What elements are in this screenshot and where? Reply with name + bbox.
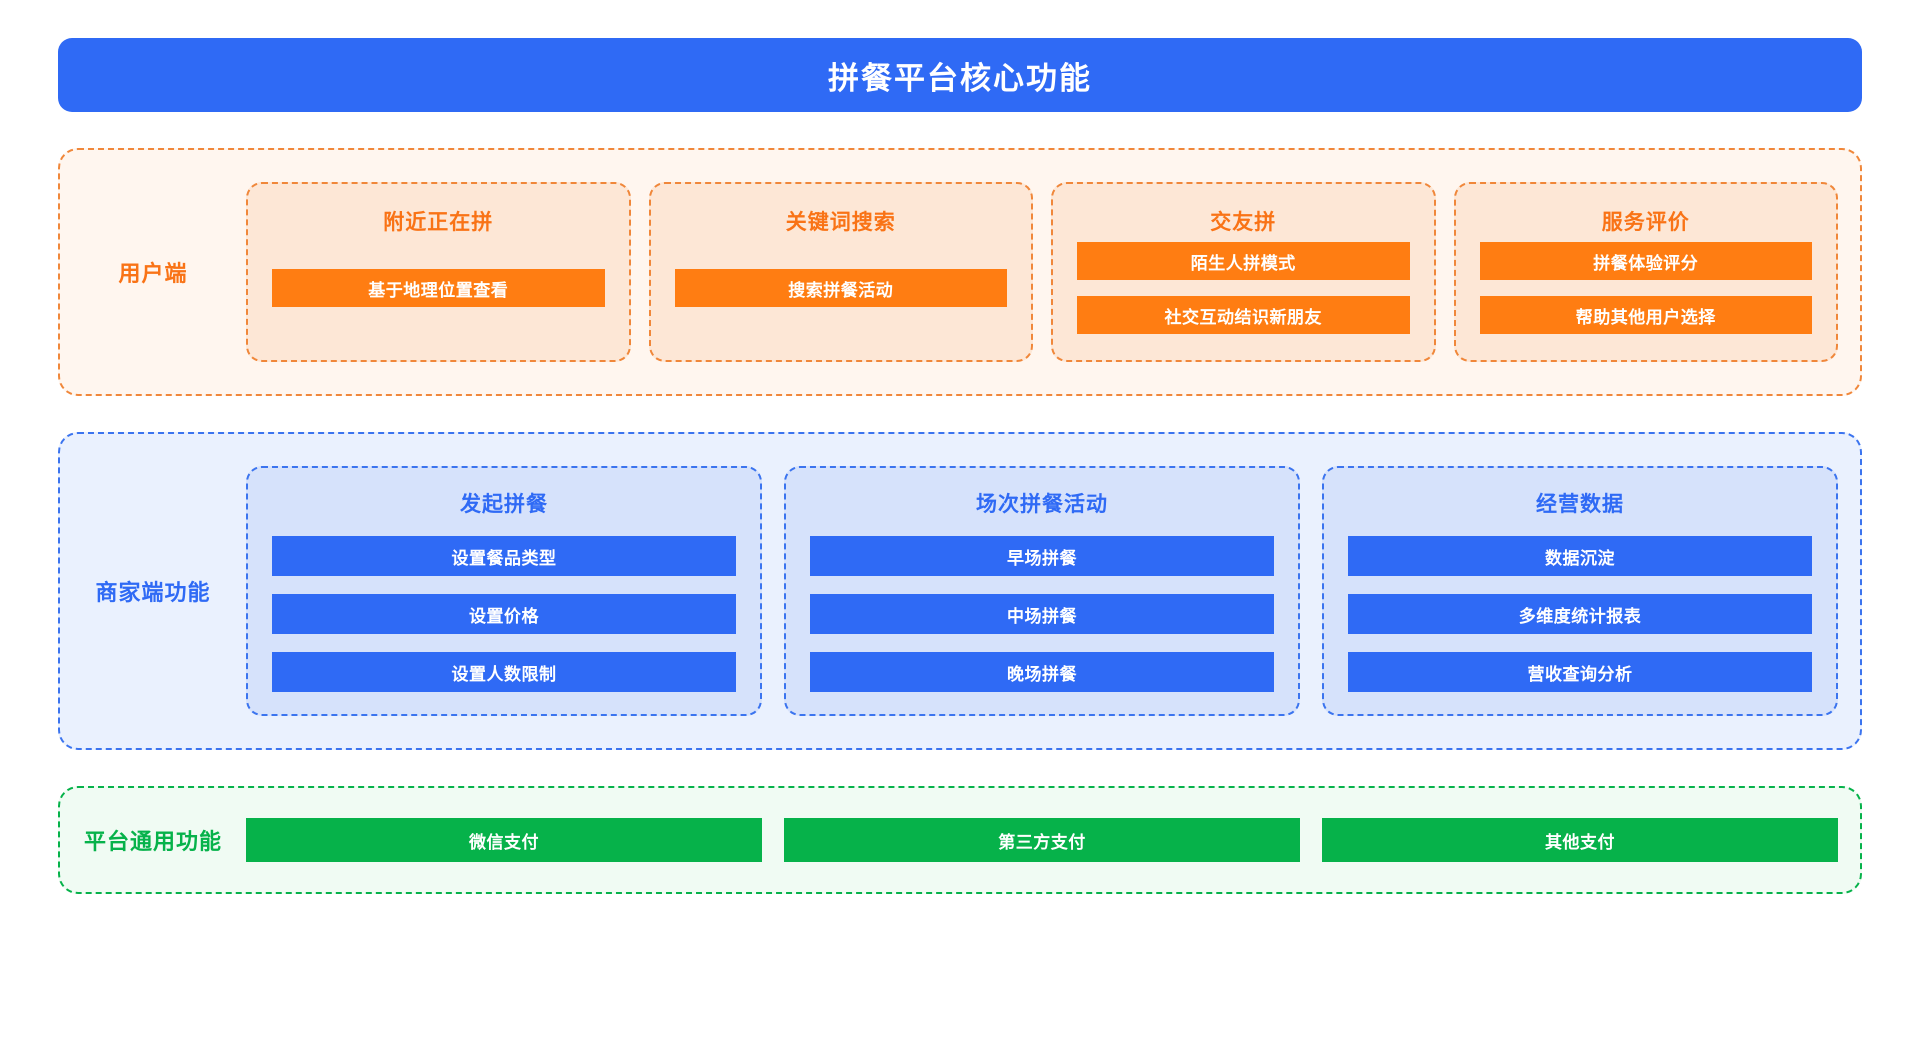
chip-data-accumulation[interactable]: 数据沉淀 xyxy=(1348,536,1812,576)
card-body: 数据沉淀 多维度统计报表 营收查询分析 xyxy=(1348,536,1812,692)
diagram-header: 拼餐平台核心功能 xyxy=(58,38,1862,112)
section-merchant: 商家端功能 发起拼餐 设置餐品类型 设置价格 设置人数限制 场次拼餐活动 早场拼… xyxy=(58,432,1862,750)
chip-set-price[interactable]: 设置价格 xyxy=(272,594,736,634)
chip-wechat-pay[interactable]: 微信支付 xyxy=(246,818,762,862)
card-title: 关键词搜索 xyxy=(785,211,896,234)
user-card-list: 附近正在拼 基于地理位置查看 关键词搜索 搜索拼餐活动 交友拼 陌生人拼模式 社… xyxy=(246,182,1848,362)
chip-revenue-query-analysis[interactable]: 营收查询分析 xyxy=(1348,652,1812,692)
card-body: 早场拼餐 中场拼餐 晚场拼餐 xyxy=(810,536,1274,692)
card-social-group-meal[interactable]: 交友拼 陌生人拼模式 社交互动结识新朋友 xyxy=(1051,182,1436,362)
chip-set-meal-type[interactable]: 设置餐品类型 xyxy=(272,536,736,576)
card-body: 基于地理位置查看 xyxy=(272,242,605,338)
chip-social-make-new-friends[interactable]: 社交互动结识新朋友 xyxy=(1077,296,1410,334)
section-user: 用户端 附近正在拼 基于地理位置查看 关键词搜索 搜索拼餐活动 交友拼 陌生人拼… xyxy=(58,148,1862,396)
chip-morning-session[interactable]: 早场拼餐 xyxy=(810,536,1274,576)
chip-midday-session[interactable]: 中场拼餐 xyxy=(810,594,1274,634)
card-body: 搜索拼餐活动 xyxy=(674,242,1007,338)
chip-other-pay[interactable]: 其他支付 xyxy=(1322,818,1838,862)
card-title: 附近正在拼 xyxy=(383,211,494,234)
card-create-group-meal[interactable]: 发起拼餐 设置餐品类型 设置价格 设置人数限制 xyxy=(246,466,762,716)
platform-chip-list: 微信支付 第三方支付 其他支付 xyxy=(246,818,1848,862)
section-platform: 平台通用功能 微信支付 第三方支付 其他支付 xyxy=(58,786,1862,894)
card-service-review[interactable]: 服务评价 拼餐体验评分 帮助其他用户选择 xyxy=(1453,182,1838,362)
card-title: 经营数据 xyxy=(1536,493,1624,516)
chip-group-meal-experience-rating[interactable]: 拼餐体验评分 xyxy=(1479,242,1812,280)
card-body: 设置餐品类型 设置价格 设置人数限制 xyxy=(272,536,736,692)
chip-search-group-meal-activity[interactable]: 搜索拼餐活动 xyxy=(674,269,1007,307)
section-label-merchant: 商家端功能 xyxy=(95,580,211,605)
card-body: 陌生人拼模式 社交互动结识新朋友 xyxy=(1077,242,1410,338)
chip-help-other-users-choose[interactable]: 帮助其他用户选择 xyxy=(1479,296,1812,334)
chip-location-based-view[interactable]: 基于地理位置查看 xyxy=(272,269,605,307)
card-title: 场次拼餐活动 xyxy=(976,493,1108,516)
card-nearby-group-meal[interactable]: 附近正在拼 基于地理位置查看 xyxy=(246,182,631,362)
card-session-activities[interactable]: 场次拼餐活动 早场拼餐 中场拼餐 晚场拼餐 xyxy=(784,466,1300,716)
chip-stranger-group-mode[interactable]: 陌生人拼模式 xyxy=(1077,242,1410,280)
card-business-data[interactable]: 经营数据 数据沉淀 多维度统计报表 营收查询分析 xyxy=(1322,466,1838,716)
merchant-card-list: 发起拼餐 设置餐品类型 设置价格 设置人数限制 场次拼餐活动 早场拼餐 中场拼餐… xyxy=(246,466,1848,716)
card-title: 发起拼餐 xyxy=(460,493,548,516)
card-keyword-search[interactable]: 关键词搜索 搜索拼餐活动 xyxy=(648,182,1033,362)
section-label-user: 用户端 xyxy=(118,261,188,286)
chip-multi-dimensional-reports[interactable]: 多维度统计报表 xyxy=(1348,594,1812,634)
section-label-platform: 平台通用功能 xyxy=(83,829,222,854)
card-body: 拼餐体验评分 帮助其他用户选择 xyxy=(1479,242,1812,338)
chip-set-people-limit[interactable]: 设置人数限制 xyxy=(272,652,736,692)
chip-third-party-pay[interactable]: 第三方支付 xyxy=(784,818,1300,862)
card-title: 服务评价 xyxy=(1601,211,1690,234)
chip-evening-session[interactable]: 晚场拼餐 xyxy=(810,652,1274,692)
page-title: 拼餐平台核心功能 xyxy=(828,60,1092,96)
card-title: 交友拼 xyxy=(1210,211,1277,234)
